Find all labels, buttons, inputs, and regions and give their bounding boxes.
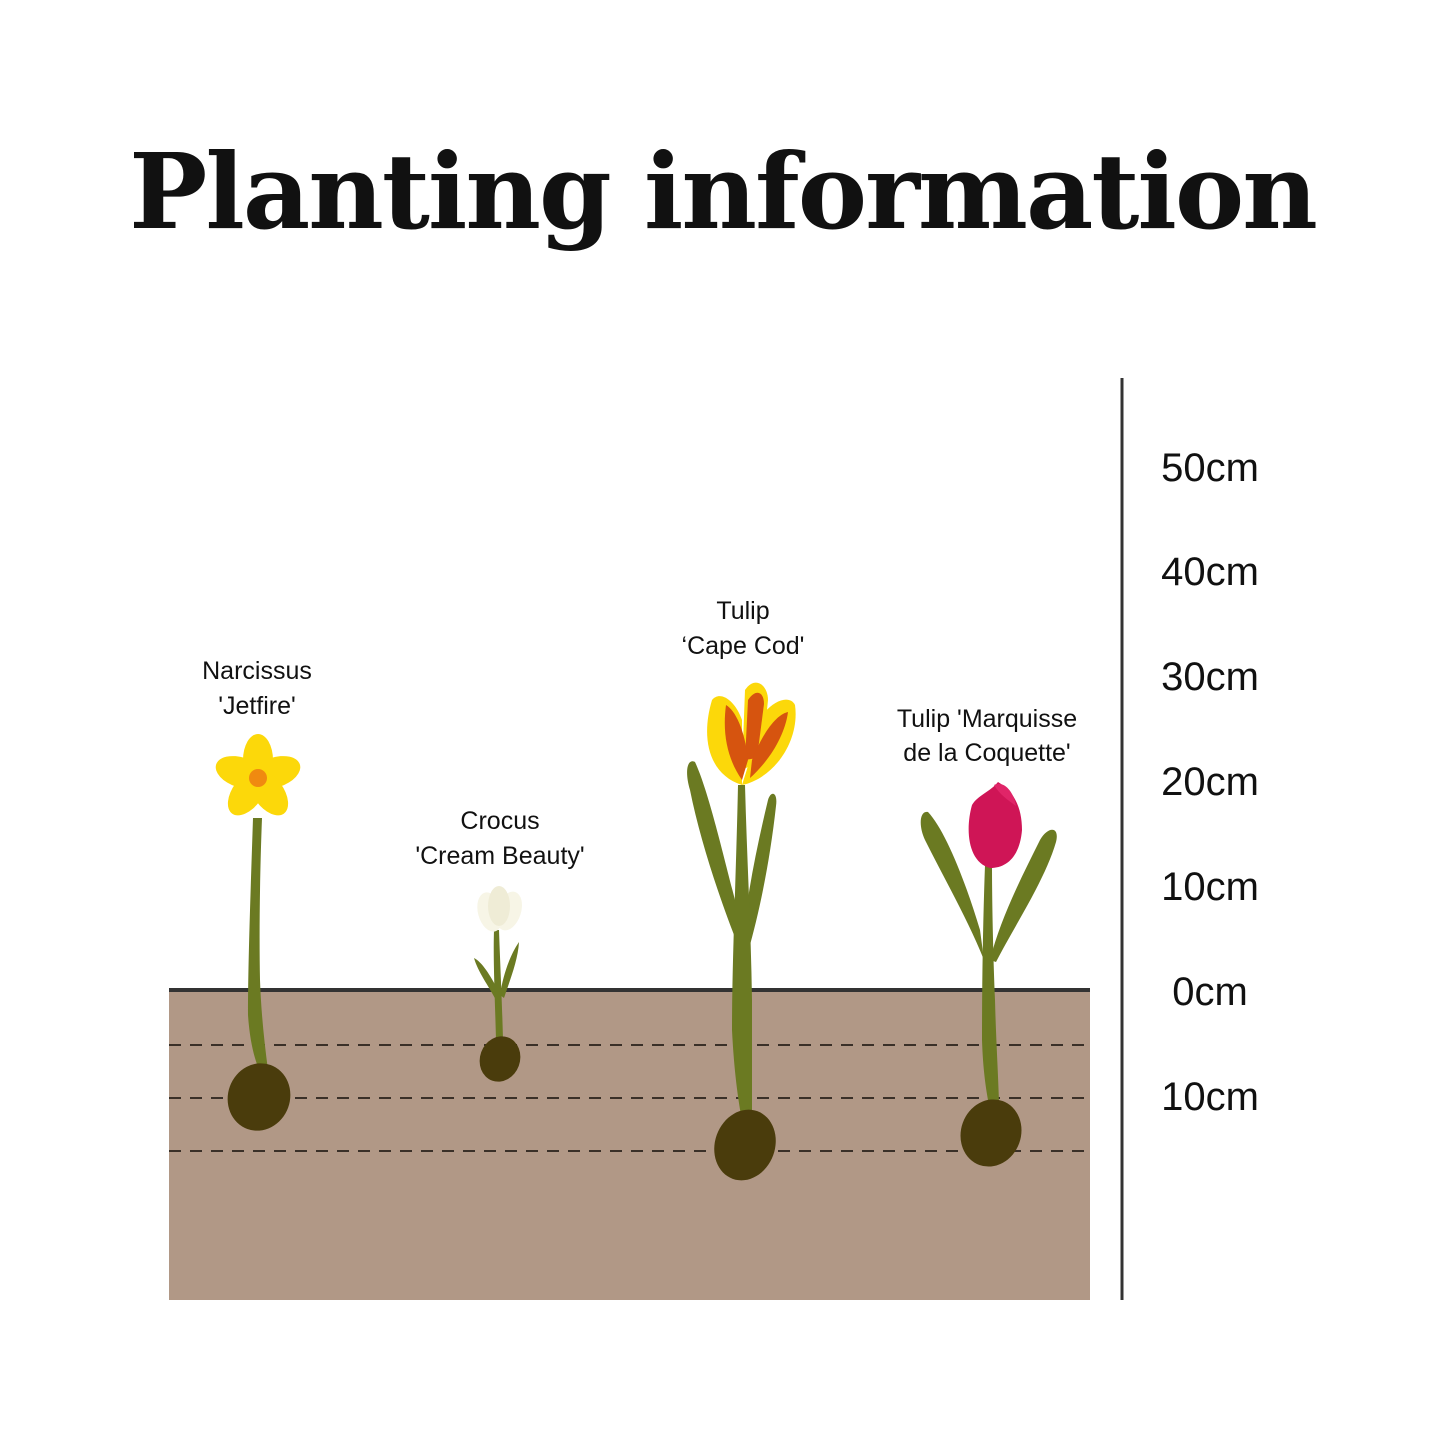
plant-label-line1: Narcissus [202, 657, 312, 685]
scale-label-30: 30cm [1161, 655, 1259, 699]
plant-label-line1: Crocus [460, 807, 539, 835]
bulb [714, 1109, 776, 1181]
crocus-flower [477, 886, 522, 932]
scale-label-10: 10cm [1161, 865, 1259, 909]
plant-label-line2: de la Coquette' [903, 739, 1070, 767]
leaf-right [500, 942, 519, 998]
bulb [479, 1036, 521, 1082]
plant-label-line2: 'Cream Beauty' [415, 842, 584, 870]
tulip-marquisse-flower [968, 782, 1022, 868]
tulip-cape-cod-flower [707, 682, 796, 785]
leaf-right [742, 793, 777, 952]
plant-tulip-marquisse: Tulip 'Marquisse de la Coquette' [897, 705, 1077, 1167]
scale-label-50: 50cm [1161, 446, 1259, 490]
scale-label-0: 0cm [1172, 970, 1248, 1014]
bulb [227, 1063, 291, 1131]
plant-tulip-cape-cod: Tulip ‘Cape Cod' [682, 597, 805, 1181]
plant-label-line1: Tulip [716, 597, 769, 625]
bulb [960, 1099, 1022, 1167]
scale-label-depth-10: 10cm [1161, 1075, 1259, 1119]
leaf-right [990, 829, 1057, 962]
plant-narcissus: Narcissus 'Jetfire' [202, 657, 312, 1131]
plant-label-line1: Tulip 'Marquisse [897, 705, 1077, 733]
plant-crocus: Crocus 'Cream Beauty' [415, 807, 585, 1082]
leaf-left [920, 811, 984, 960]
stem [982, 865, 999, 1105]
stem [248, 818, 268, 1075]
scale-label-20: 20cm [1161, 760, 1259, 804]
soil-area [169, 990, 1090, 1300]
plant-label-line2: 'Jetfire' [218, 692, 296, 720]
narcissus-flower [215, 734, 301, 816]
plant-label-line2: ‘Cape Cod' [682, 632, 805, 660]
stem [732, 785, 752, 1120]
leaf-left [474, 958, 498, 1000]
scale-label-40: 40cm [1161, 550, 1259, 594]
page-title: Planting information [129, 130, 1318, 253]
leaf-left [687, 761, 738, 945]
stem [493, 930, 503, 1040]
